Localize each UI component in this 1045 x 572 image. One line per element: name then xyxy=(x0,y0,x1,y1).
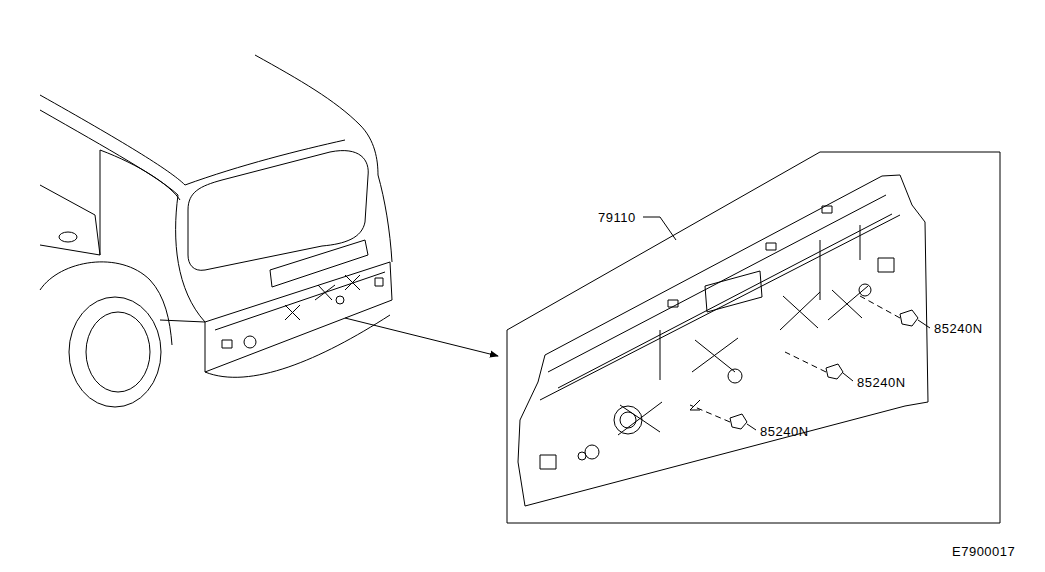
part-number: 85240N xyxy=(934,322,983,335)
detail-frame xyxy=(507,152,1000,523)
leader-lines xyxy=(643,217,930,430)
back-panel xyxy=(518,175,928,506)
part-number: 85240N xyxy=(857,376,906,389)
part-number: 79110 xyxy=(598,211,636,224)
car-rear xyxy=(40,55,392,407)
part-number: 85240N xyxy=(760,425,809,438)
pointer-arrow xyxy=(345,318,498,356)
figure-code: E7900017 xyxy=(952,545,1015,558)
clips xyxy=(690,296,918,429)
